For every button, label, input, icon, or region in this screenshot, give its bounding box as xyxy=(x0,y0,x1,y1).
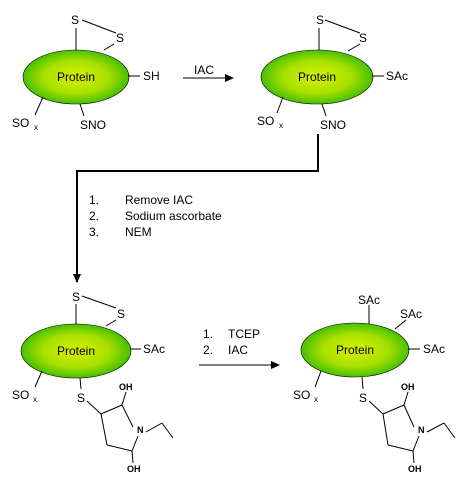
protein-4-so: SO xyxy=(293,388,310,402)
protein-4-label: Protein xyxy=(336,343,374,357)
protein-4: SAc SAc Protein SAc SO x S N OH OH xyxy=(293,293,456,474)
step-2-reagent-1: Remove IAC xyxy=(125,193,193,207)
step-1-reagent: IAC xyxy=(194,63,214,77)
pyrrolidine-adduct-2: S N OH OH xyxy=(359,382,456,474)
protein-1-so: SO xyxy=(12,116,29,130)
protein-3-sac: SAc xyxy=(143,342,165,356)
step-2: 1. Remove IAC 2. Sodium ascorbate 3. NEM xyxy=(73,134,319,283)
protein-3-sulfoxide: SO x xyxy=(12,388,37,404)
protein-2: S S Protein SAc SO x SNO xyxy=(257,13,408,132)
step-2-reagents: 1. Remove IAC 2. Sodium ascorbate 3. NEM xyxy=(89,193,222,239)
disulfide-2: S S xyxy=(316,13,367,52)
protein-3-so-x: x xyxy=(33,395,37,404)
disulfide-1-s-right: S xyxy=(116,31,124,45)
protein-2-so: SO xyxy=(257,114,274,128)
step-1: IAC xyxy=(183,63,234,82)
protein-3-label: Protein xyxy=(57,344,95,358)
disulfide-1: S S xyxy=(71,13,124,52)
adduct-2-s: S xyxy=(359,391,367,405)
adduct-2-n: N xyxy=(418,425,425,435)
adduct-2-oh-top: OH xyxy=(401,382,415,392)
protein-3: S S Protein SAc SO x S N OH OH xyxy=(12,290,174,474)
step-2-num-3: 3. xyxy=(89,225,99,239)
step-2-num-1: 1. xyxy=(89,193,99,207)
protein-4-sac-right: SAc xyxy=(423,342,445,356)
disulfide-2-s-left: S xyxy=(316,13,324,27)
protein-1-so-x: x xyxy=(34,123,38,132)
step-3-num-1: 1. xyxy=(203,327,213,341)
protein-4-sac-top: SAc xyxy=(358,293,380,307)
adduct-1-n: N xyxy=(137,425,144,435)
protein-2-blob xyxy=(260,49,374,105)
adduct-1-oh-bottom: OH xyxy=(127,464,141,474)
step-2-reagent-3: NEM xyxy=(125,225,152,239)
protein-1-thiol: SH xyxy=(143,69,160,83)
protein-2-label: Protein xyxy=(298,70,336,84)
protein-4-so-x: x xyxy=(314,395,318,404)
protein-2-sac: SAc xyxy=(386,69,408,83)
step-3-reagent-2: IAC xyxy=(228,343,248,357)
disulfide-1-s-left: S xyxy=(71,13,79,27)
protein-3-blob xyxy=(20,323,132,379)
protein-1-sno: SNO xyxy=(80,118,106,132)
step-3: 1. TCEP 2. IAC xyxy=(199,327,280,369)
step-2-num-2: 2. xyxy=(89,209,99,223)
disulfide-3: S S xyxy=(72,290,125,327)
protein-2-sulfoxide: SO x xyxy=(257,114,283,130)
protein-4-sac-upper-right: SAc xyxy=(400,307,422,321)
step-3-reagent-1: TCEP xyxy=(228,327,260,341)
pyrrolidine-adduct-1: S N OH OH xyxy=(77,382,174,474)
protein-4-blob xyxy=(300,322,410,378)
protein-2-sno: SNO xyxy=(320,118,346,132)
protein-1-label: Protein xyxy=(57,70,95,84)
disulfide-2-s-right: S xyxy=(359,31,367,45)
protein-1-sulfoxide: SO x xyxy=(12,116,38,132)
step-3-num-2: 2. xyxy=(203,343,213,357)
adduct-1-s: S xyxy=(77,391,85,405)
protein-3-so: SO xyxy=(12,388,29,402)
step-2-reagent-2: Sodium ascorbate xyxy=(125,209,222,223)
protein-1-blob xyxy=(22,49,130,105)
protein-2-so-x: x xyxy=(279,121,283,130)
disulfide-3-s-right: S xyxy=(117,307,125,321)
step-3-reagents: 1. TCEP 2. IAC xyxy=(203,327,260,357)
protein-4-sulfoxide: SO x xyxy=(293,388,318,404)
adduct-1-oh-top: OH xyxy=(119,382,133,392)
protein-1: S S Protein SH SO x SNO xyxy=(12,13,160,132)
adduct-2-oh-bottom: OH xyxy=(408,464,422,474)
disulfide-3-s-left: S xyxy=(72,290,80,304)
